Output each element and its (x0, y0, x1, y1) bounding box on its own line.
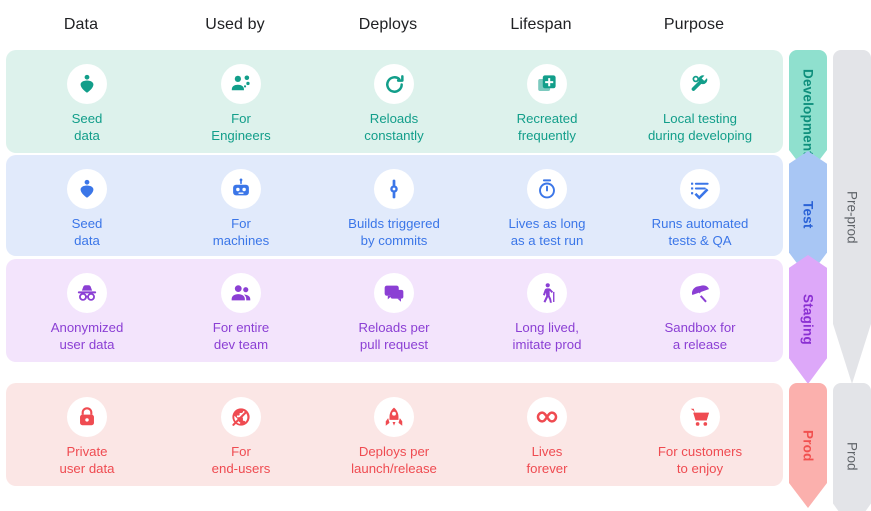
cell-staging-purpose[interactable]: Sandbox for a release (618, 273, 783, 353)
cell-test-data[interactable]: Seed data (5, 169, 170, 249)
engineering-icon (221, 64, 261, 104)
cell-label: Runs automated tests & QA (651, 216, 749, 248)
loop-refresh-icon (374, 64, 414, 104)
cell-staging-used-by[interactable]: For entire dev team (159, 273, 324, 353)
column-header-lifespan: Lifespan (510, 16, 572, 33)
wrench-icon (680, 64, 720, 104)
stage-badge-label: Test (800, 200, 816, 229)
row-cells: Anonymized user data For entire dev team R… (6, 259, 783, 362)
cell-label: Reloads constantly (364, 111, 424, 143)
cell-label: Seed data (71, 216, 103, 248)
cell-prod-deploys[interactable]: Deploys per launch/release (312, 397, 477, 477)
cell-development-used-by[interactable]: For Engineers (159, 64, 324, 144)
robot-icon (221, 169, 261, 209)
cell-prod-data[interactable]: Private user data (5, 397, 170, 477)
stage-badge-label: Prod (800, 429, 816, 462)
library-add-icon (527, 64, 567, 104)
cell-development-purpose[interactable]: Local testing during developing (618, 64, 783, 144)
row-cells: Private user data For end-users Deploys pe… (6, 383, 783, 486)
matrix-row-development: Seed data For Engineers Reloads constantly… (6, 50, 783, 153)
stage-badge-prod[interactable]: Prod (789, 383, 827, 508)
matrix-row-prod: Private user data For end-users Deploys pe… (6, 383, 783, 486)
seed-data-icon (67, 169, 107, 209)
column-header-row: Data Used by Deploys Lifespan Purpose (0, 0, 783, 46)
stage-badge-test[interactable]: Test (789, 151, 827, 278)
cell-label: For end-users (211, 444, 271, 476)
cell-development-data[interactable]: Seed data (5, 64, 170, 144)
people-group-icon (221, 273, 261, 313)
column-header-purpose: Purpose (663, 16, 725, 33)
cell-prod-used-by[interactable]: For end-users (159, 397, 324, 477)
stage-badge-staging[interactable]: Staging (789, 255, 827, 384)
cell-label: For entire dev team (212, 320, 270, 352)
cell-staging-data[interactable]: Anonymized user data (5, 273, 170, 353)
checklist-icon (680, 169, 720, 209)
cell-label: Sandbox for a release (664, 320, 736, 352)
cell-test-lifespan[interactable]: Lives as long as a test run (465, 169, 630, 249)
cell-label: Lives as long as a test run (508, 216, 586, 248)
group-badge-prod[interactable]: Prod (833, 383, 871, 511)
incognito-icon (67, 273, 107, 313)
cell-test-purpose[interactable]: Runs automated tests & QA (618, 169, 783, 249)
cell-test-used-by[interactable]: For machines (159, 169, 324, 249)
cell-label: Builds triggered by commits (348, 216, 440, 248)
git-commit-icon (374, 169, 414, 209)
cell-label: For customers to enjoy (657, 444, 743, 476)
cell-label: Anonymized user data (50, 320, 124, 352)
group-badge-label: Prod (844, 442, 860, 471)
row-cells: Seed data For Engineers Reloads constantly… (6, 50, 783, 153)
cell-staging-lifespan[interactable]: Long lived, imitate prod (465, 273, 630, 353)
column-header-deploys: Deploys (358, 16, 418, 33)
cell-development-deploys[interactable]: Reloads constantly (312, 64, 477, 144)
cell-label: Private user data (59, 444, 115, 476)
cell-staging-deploys[interactable]: Reloads per pull request (312, 273, 477, 353)
cell-development-lifespan[interactable]: Recreated frequently (465, 64, 630, 144)
matrix-row-test: Seed data For machines Builds triggered by… (6, 155, 783, 256)
cell-label: Long lived, imitate prod (512, 320, 582, 352)
cell-label: Deploys per launch/release (351, 444, 437, 476)
forum-chat-icon (374, 273, 414, 313)
column-header-used-by: Used by (205, 16, 265, 33)
cell-label: For machines (212, 216, 270, 248)
seed-data-icon (67, 64, 107, 104)
cell-test-deploys[interactable]: Builds triggered by commits (312, 169, 477, 249)
stage-badge-label: Development (800, 69, 816, 156)
column-header-data: Data (63, 16, 99, 33)
elderly-walking-icon (527, 273, 567, 313)
cell-label: Lives forever (526, 444, 568, 476)
stage-badge-label: Staging (800, 294, 816, 345)
cell-label: Recreated frequently (516, 111, 578, 143)
infinity-icon (527, 397, 567, 437)
stopwatch-icon (527, 169, 567, 209)
shopping-cart-icon (680, 397, 720, 437)
cell-label: For Engineers (211, 111, 271, 143)
cell-prod-lifespan[interactable]: Lives forever (465, 397, 630, 477)
public-off-globe-icon (221, 397, 261, 437)
beach-umbrella-icon (680, 273, 720, 313)
cell-prod-purpose[interactable]: For customers to enjoy (618, 397, 783, 477)
lock-icon (67, 397, 107, 437)
cell-label: Reloads per pull request (358, 320, 430, 352)
rocket-launch-icon (374, 397, 414, 437)
row-cells: Seed data For machines Builds triggered by… (6, 155, 783, 256)
group-badge-label: Pre-prod (844, 190, 860, 244)
cell-label: Local testing during developing (647, 111, 753, 143)
group-badge-pre-prod[interactable]: Pre-prod (833, 50, 871, 384)
matrix-row-staging: Anonymized user data For entire dev team R… (6, 259, 783, 362)
cell-label: Seed data (71, 111, 103, 143)
